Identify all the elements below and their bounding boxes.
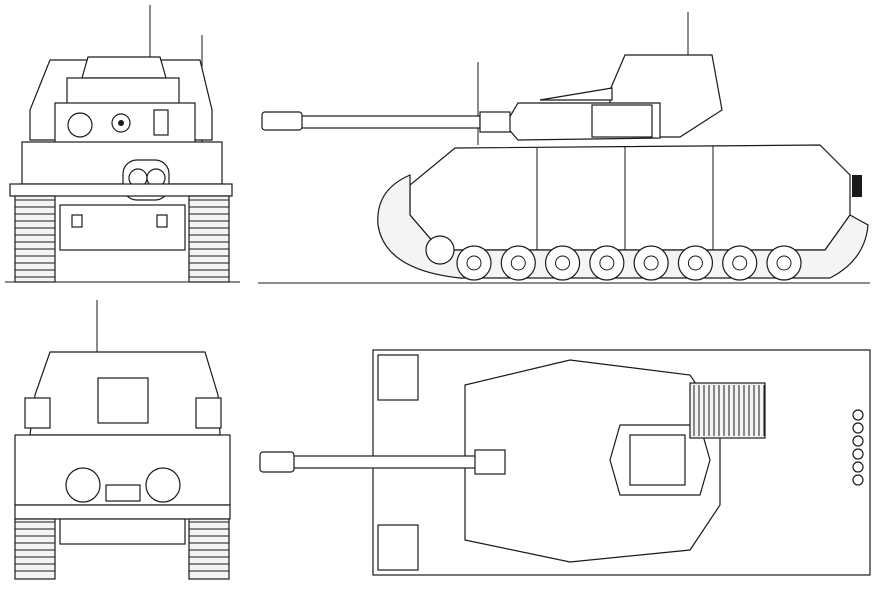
top-view: [259, 349, 871, 576]
track-right: [188, 518, 230, 580]
mantlet-top: [474, 449, 506, 475]
exhaust-port: [852, 461, 864, 473]
drive-sprocket: [425, 235, 455, 265]
muzzle-brake: [261, 111, 303, 131]
track-left: [14, 195, 56, 283]
gun-barrel: [299, 115, 481, 129]
mantlet-plate: [66, 77, 180, 107]
exhaust-port: [852, 409, 864, 421]
engine-grille: [689, 382, 766, 439]
road-wheel: [633, 245, 669, 281]
rear-fender: [14, 504, 231, 520]
turret-hatch: [591, 104, 653, 138]
rear-hatch: [97, 377, 149, 424]
gun-port: [67, 112, 93, 138]
cupola-top: [629, 434, 686, 486]
road-wheel: [456, 245, 492, 281]
track-left: [14, 518, 56, 580]
road-wheel: [500, 245, 536, 281]
superstructure-top: [464, 359, 721, 563]
rear-deck: [539, 87, 613, 101]
exhaust: [852, 175, 862, 197]
gun-mantlet: [479, 111, 511, 133]
fender: [9, 183, 233, 197]
exhaust-port: [852, 448, 864, 460]
exhaust-right: [145, 467, 181, 503]
rear-view: [14, 300, 231, 580]
road-wheel: [766, 245, 802, 281]
tow-plate: [105, 484, 141, 502]
road-wheel: [589, 245, 625, 281]
gun-barrel-top: [289, 455, 491, 469]
hull-front: [21, 141, 223, 185]
hull: [409, 144, 851, 251]
exhaust-port: [852, 474, 864, 486]
exhaust-port: [852, 422, 864, 434]
muzzle-brake-top: [259, 451, 295, 473]
front-view: [5, 5, 240, 283]
exhaust-left: [65, 467, 101, 503]
road-wheel: [677, 245, 714, 281]
road-wheels: [456, 245, 802, 281]
track-right: [188, 195, 230, 283]
road-wheel: [722, 245, 758, 281]
road-wheel: [544, 245, 581, 281]
exhaust-port: [852, 435, 864, 447]
vision-port: [153, 109, 169, 136]
cupola: [81, 56, 167, 79]
side-view: [258, 12, 870, 284]
